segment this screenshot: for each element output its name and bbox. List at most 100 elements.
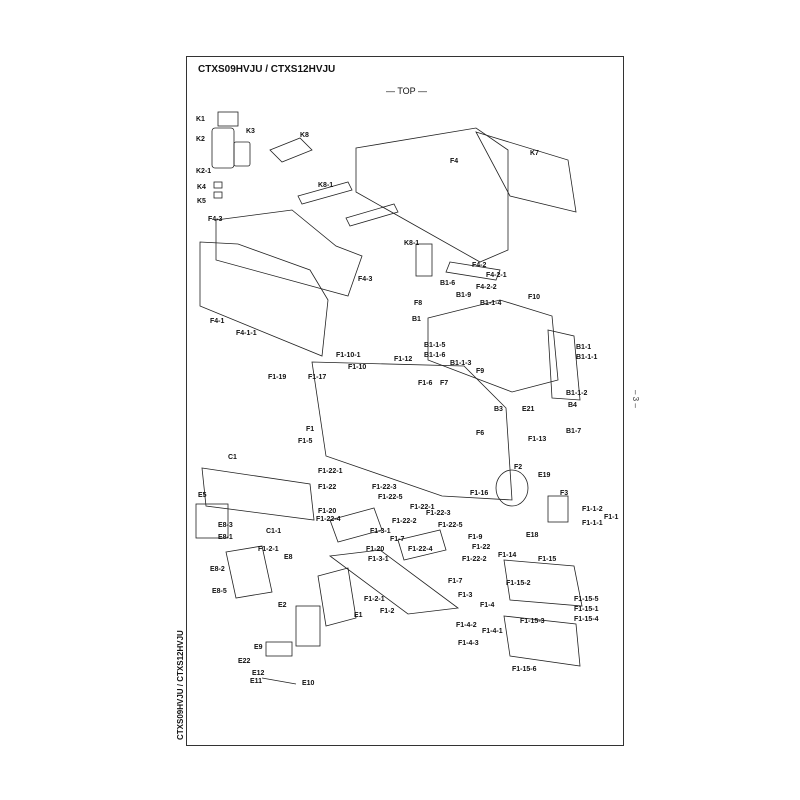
remote-holder-k1 [217,111,239,127]
callout-label: E2 [278,602,287,609]
callout-label: F1-15-2 [506,580,531,587]
callout-label: F1-22 [472,544,491,551]
callout-label: F7 [440,380,449,387]
callout-label: F1-20 [366,546,385,553]
part-f4-2 [445,261,501,281]
mounting-plate-k7 [475,131,577,213]
callout-label: E11 [250,678,263,685]
callout-label: F1-22-2 [392,518,417,525]
callout-label: K2 [196,136,205,143]
callout-label: F1-3 [458,592,473,599]
callout-label: F1-1 [604,514,619,521]
callout-label: F1-13 [528,436,547,443]
callout-label: F4-2-2 [476,284,497,291]
side-model-title: CTXS09HVJU / CTXS12HVJU [176,630,185,740]
callout-label: F1-2-1 [258,546,279,553]
callout-label: F1-3-1 [368,556,389,563]
callout-label: E19 [538,472,551,479]
callout-label: F1-15-5 [574,596,599,603]
part-e8 [225,545,273,599]
callout-label: K8-1 [318,182,334,189]
top-orientation-label: — TOP — [386,86,428,96]
callout-label: F1-7 [390,536,405,543]
callout-label: E12 [252,670,265,677]
callout-label: F1-4-1 [482,628,503,635]
callout-label: C1-1 [266,528,282,535]
callout-label: F1-4 [480,602,495,609]
callout-label: B1-6 [440,280,456,287]
callout-label: F1-10 [348,364,367,371]
callout-label: F4-3 [358,276,373,283]
callout-label: F1-10-1 [336,352,361,359]
callout-label: F1-15-3 [520,618,545,625]
callout-label: F1-15 [538,556,557,563]
callout-label: F4-1-1 [236,330,257,337]
part-k5 [213,191,223,199]
callout-label: K8-1 [404,240,420,247]
callout-label: F1-4-3 [458,640,479,647]
callout-label: F4-2 [472,262,487,269]
callout-label: B1-1-4 [480,300,502,307]
callout-label: K2-1 [196,168,212,175]
crossflow-fan-c1 [201,467,315,521]
callout-label: C1 [228,454,237,461]
callout-label: F1-4-2 [456,622,477,629]
callout-label: E8-2 [210,566,225,573]
electrical-box-e5 [195,503,229,539]
callout-label: B1 [412,316,421,323]
callout-label: F4 [450,158,459,165]
diagram-title: CTXS09HVJU / CTXS12HVJU [198,64,336,75]
fan-motor-f2 [495,469,529,507]
callout-label: K3 [246,128,255,135]
callout-label: F1-22-4 [408,546,433,553]
pcb-e2 [295,605,321,647]
callout-label: F1-22-2 [462,556,487,563]
callout-label: E8-5 [212,588,227,595]
filter-k8 [269,137,313,163]
callout-label: F1-22-5 [378,494,403,501]
callout-label: K7 [530,150,539,157]
callout-label: K5 [197,198,206,205]
callout-label: B3 [494,406,503,413]
callout-label: F1-22-3 [426,510,451,517]
callout-label: B1-7 [566,428,582,435]
callout-label: E22 [238,658,251,665]
callout-label: B1-1-5 [424,342,446,349]
filter-k8-1-a [297,181,353,205]
front-panel-f4 [355,127,509,263]
callout-label: F9 [476,368,485,375]
callout-label: E9 [254,644,263,651]
part-k4 [213,181,223,189]
callout-label: E8-1 [218,534,233,541]
callout-label: F1-15-4 [574,616,599,623]
callout-label: F1-19 [268,374,287,381]
callout-label: F1-7 [448,578,463,585]
part-f1-15-6 [503,615,581,667]
callout-label: F1-15-6 [512,666,537,673]
callout-label: B1-1-2 [566,390,588,397]
callout-label: F1-14 [498,552,517,559]
louver-f1-22-a [329,507,383,543]
air-filter-f4-3 [215,209,363,297]
part-f3 [547,495,569,523]
callout-label: F1-17 [308,374,327,381]
callout-label: F1-9 [468,534,483,541]
control-box-e1 [317,567,357,627]
part-f1-15 [503,559,583,607]
callout-label: F10 [528,294,541,301]
callout-label: E10 [302,680,315,687]
callout-label: F1-15-1 [574,606,599,613]
callout-label: F4-3 [208,216,223,223]
callout-label: F6 [476,430,485,437]
callout-label: K1 [196,116,205,123]
terminal-e9 [265,641,293,657]
front-grille-f4-1 [199,241,329,357]
callout-label: F1-22-3 [372,484,397,491]
callout-label: F1 [306,426,315,433]
callout-label: F1-22-5 [438,522,463,529]
sensor-f8 [415,243,433,277]
louver-f1-22-b [397,529,447,561]
callout-label: E5 [198,492,207,499]
callout-label: E18 [526,532,539,539]
